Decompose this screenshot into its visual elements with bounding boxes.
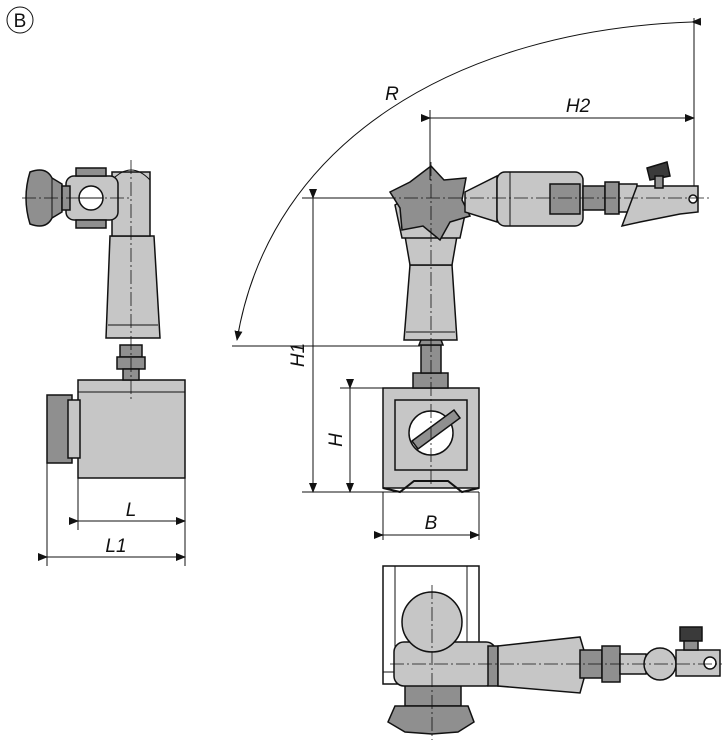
front-view-vertical-arm — [403, 264, 458, 341]
dimension-R-arc — [234, 17, 702, 341]
variant-badge: B — [6, 6, 34, 34]
top-view — [382, 565, 722, 740]
side-view-magnet-base — [77, 379, 186, 479]
dimension-L-label: L — [126, 500, 137, 521]
top-view-star-knob — [387, 705, 475, 735]
dimension-R-label: R — [385, 84, 399, 105]
dimension-H2-label: H2 — [566, 96, 591, 117]
dimension-H-label: H — [326, 433, 347, 447]
dimension-L1-label: L1 — [105, 536, 126, 557]
top-view-clamp-screw — [679, 626, 703, 642]
dimension-H1-label: H1 — [288, 343, 309, 367]
front-view: R H2 H1 H B — [232, 17, 710, 540]
dimension-B-label: B — [425, 513, 438, 534]
variant-badge-label: B — [14, 11, 27, 32]
side-view-arm — [105, 235, 161, 339]
top-view-horizontal-arm — [497, 636, 589, 694]
magnet-switch-lever — [410, 408, 462, 451]
side-view: L L1 — [22, 160, 186, 566]
